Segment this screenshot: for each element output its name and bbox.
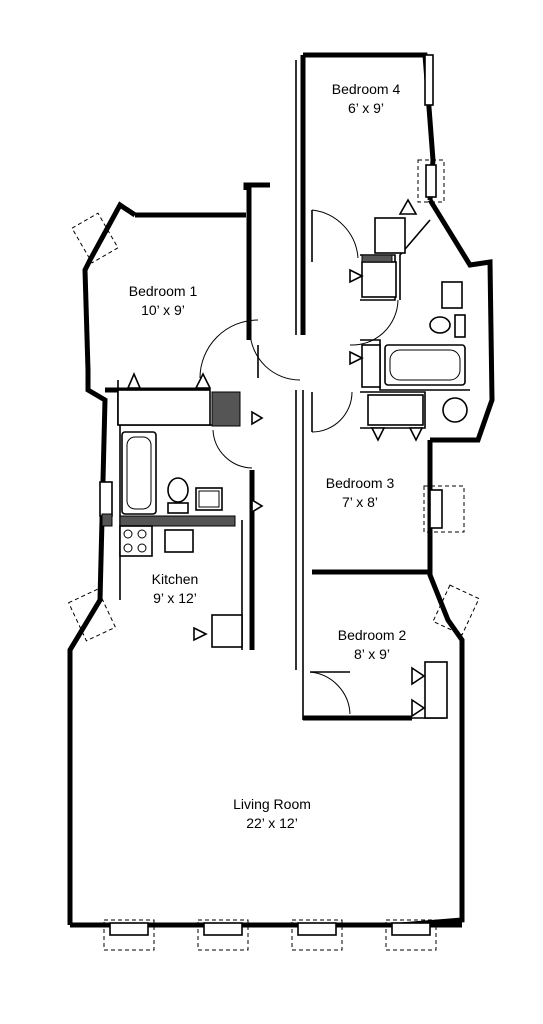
fixtures: [117, 198, 468, 719]
bedroom2-size: 8’ x 9’: [354, 646, 390, 662]
kitchen-name: Kitchen: [152, 571, 199, 587]
bedroom3-size: 7’ x 8’: [342, 494, 378, 510]
kitchen-size: 9’ x 12’: [153, 590, 197, 606]
windows: [67, 54, 480, 951]
bedroom1-size: 10’ x 9’: [141, 302, 185, 318]
bedroom3-name: Bedroom 3: [326, 475, 395, 491]
bedroom2-name: Bedroom 2: [338, 627, 407, 643]
bedroom4-size: 6’ x 9’: [348, 100, 384, 116]
living-room-size: 22’ x 12’: [246, 815, 298, 831]
bedroom1-name: Bedroom 1: [129, 283, 198, 299]
bedroom4-name: Bedroom 4: [332, 81, 401, 97]
doors: [199, 209, 399, 715]
room-labels: Bedroom 4 6’ x 9’ Bedroom 1 10’ x 9’ Bed…: [129, 81, 407, 831]
living-room-name: Living Room: [233, 796, 311, 812]
